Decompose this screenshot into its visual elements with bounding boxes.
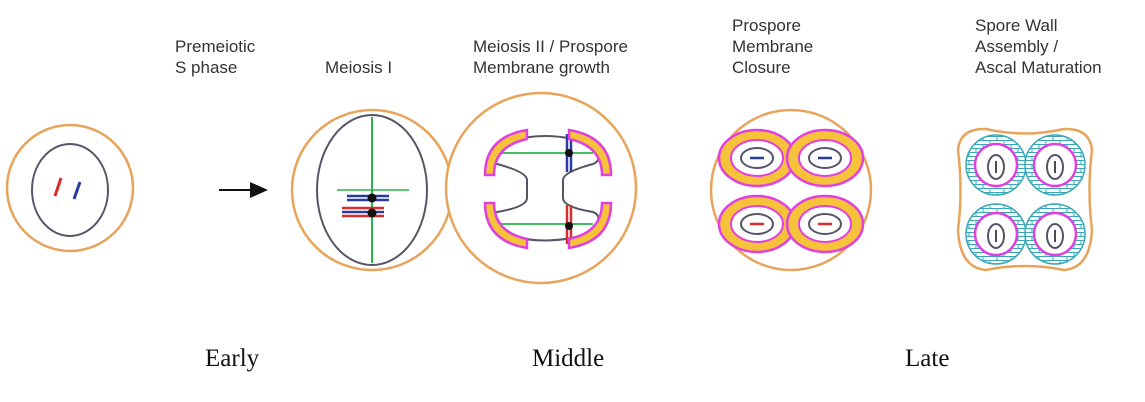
prospore [719,196,795,252]
closure-cell [711,110,871,270]
meiosis-1-cell [292,110,452,270]
ascus [958,129,1092,270]
spore [966,135,1026,195]
prospore [719,130,795,186]
spore [1025,204,1085,264]
meiosis-2-cell [446,93,636,283]
prospore [787,196,863,252]
prospore [787,130,863,186]
premeiotic-cell [7,125,133,251]
spore [966,204,1026,264]
spore [1025,135,1085,195]
premeiotic-nucleus [32,144,108,236]
